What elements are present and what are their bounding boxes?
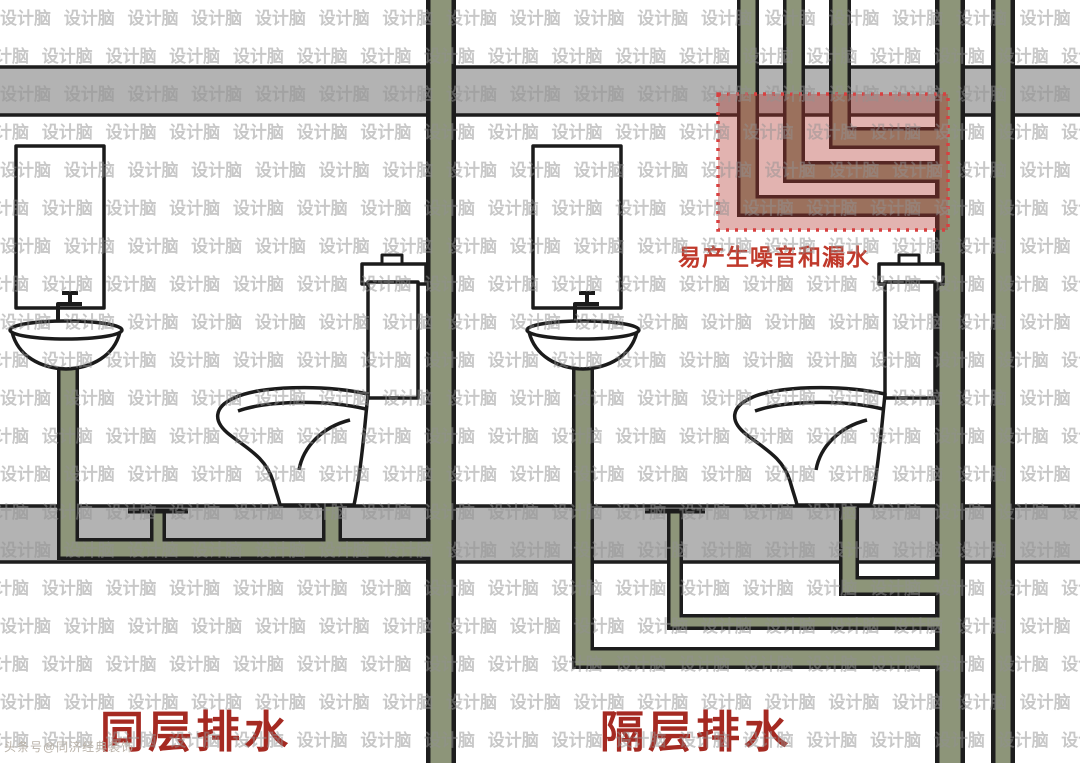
mirror (14, 144, 106, 310)
label-through-floor-drainage: 隔层排水 (600, 708, 792, 757)
toilet-bowl (216, 385, 370, 507)
toilet-tank (366, 280, 420, 400)
corner-credit-watermark: 头条号@同济经典装饰 (4, 740, 135, 754)
noise-warning-label: 易产生噪音和漏水 (678, 244, 870, 270)
pipe-fills (60, 0, 1011, 763)
toilet-inner-line (297, 418, 351, 471)
noise-highlight-box (716, 92, 950, 232)
floor-slab-upper (0, 65, 1080, 117)
sink-bowl (10, 331, 122, 371)
bathroom-fixtures-left (8, 144, 428, 514)
toilet-seat-line (237, 400, 367, 413)
label-same-floor-drainage: 同层排水 (100, 708, 292, 757)
faucet-icon (56, 291, 82, 322)
toilet-flush-button (380, 253, 404, 266)
sink-rim (8, 319, 124, 341)
